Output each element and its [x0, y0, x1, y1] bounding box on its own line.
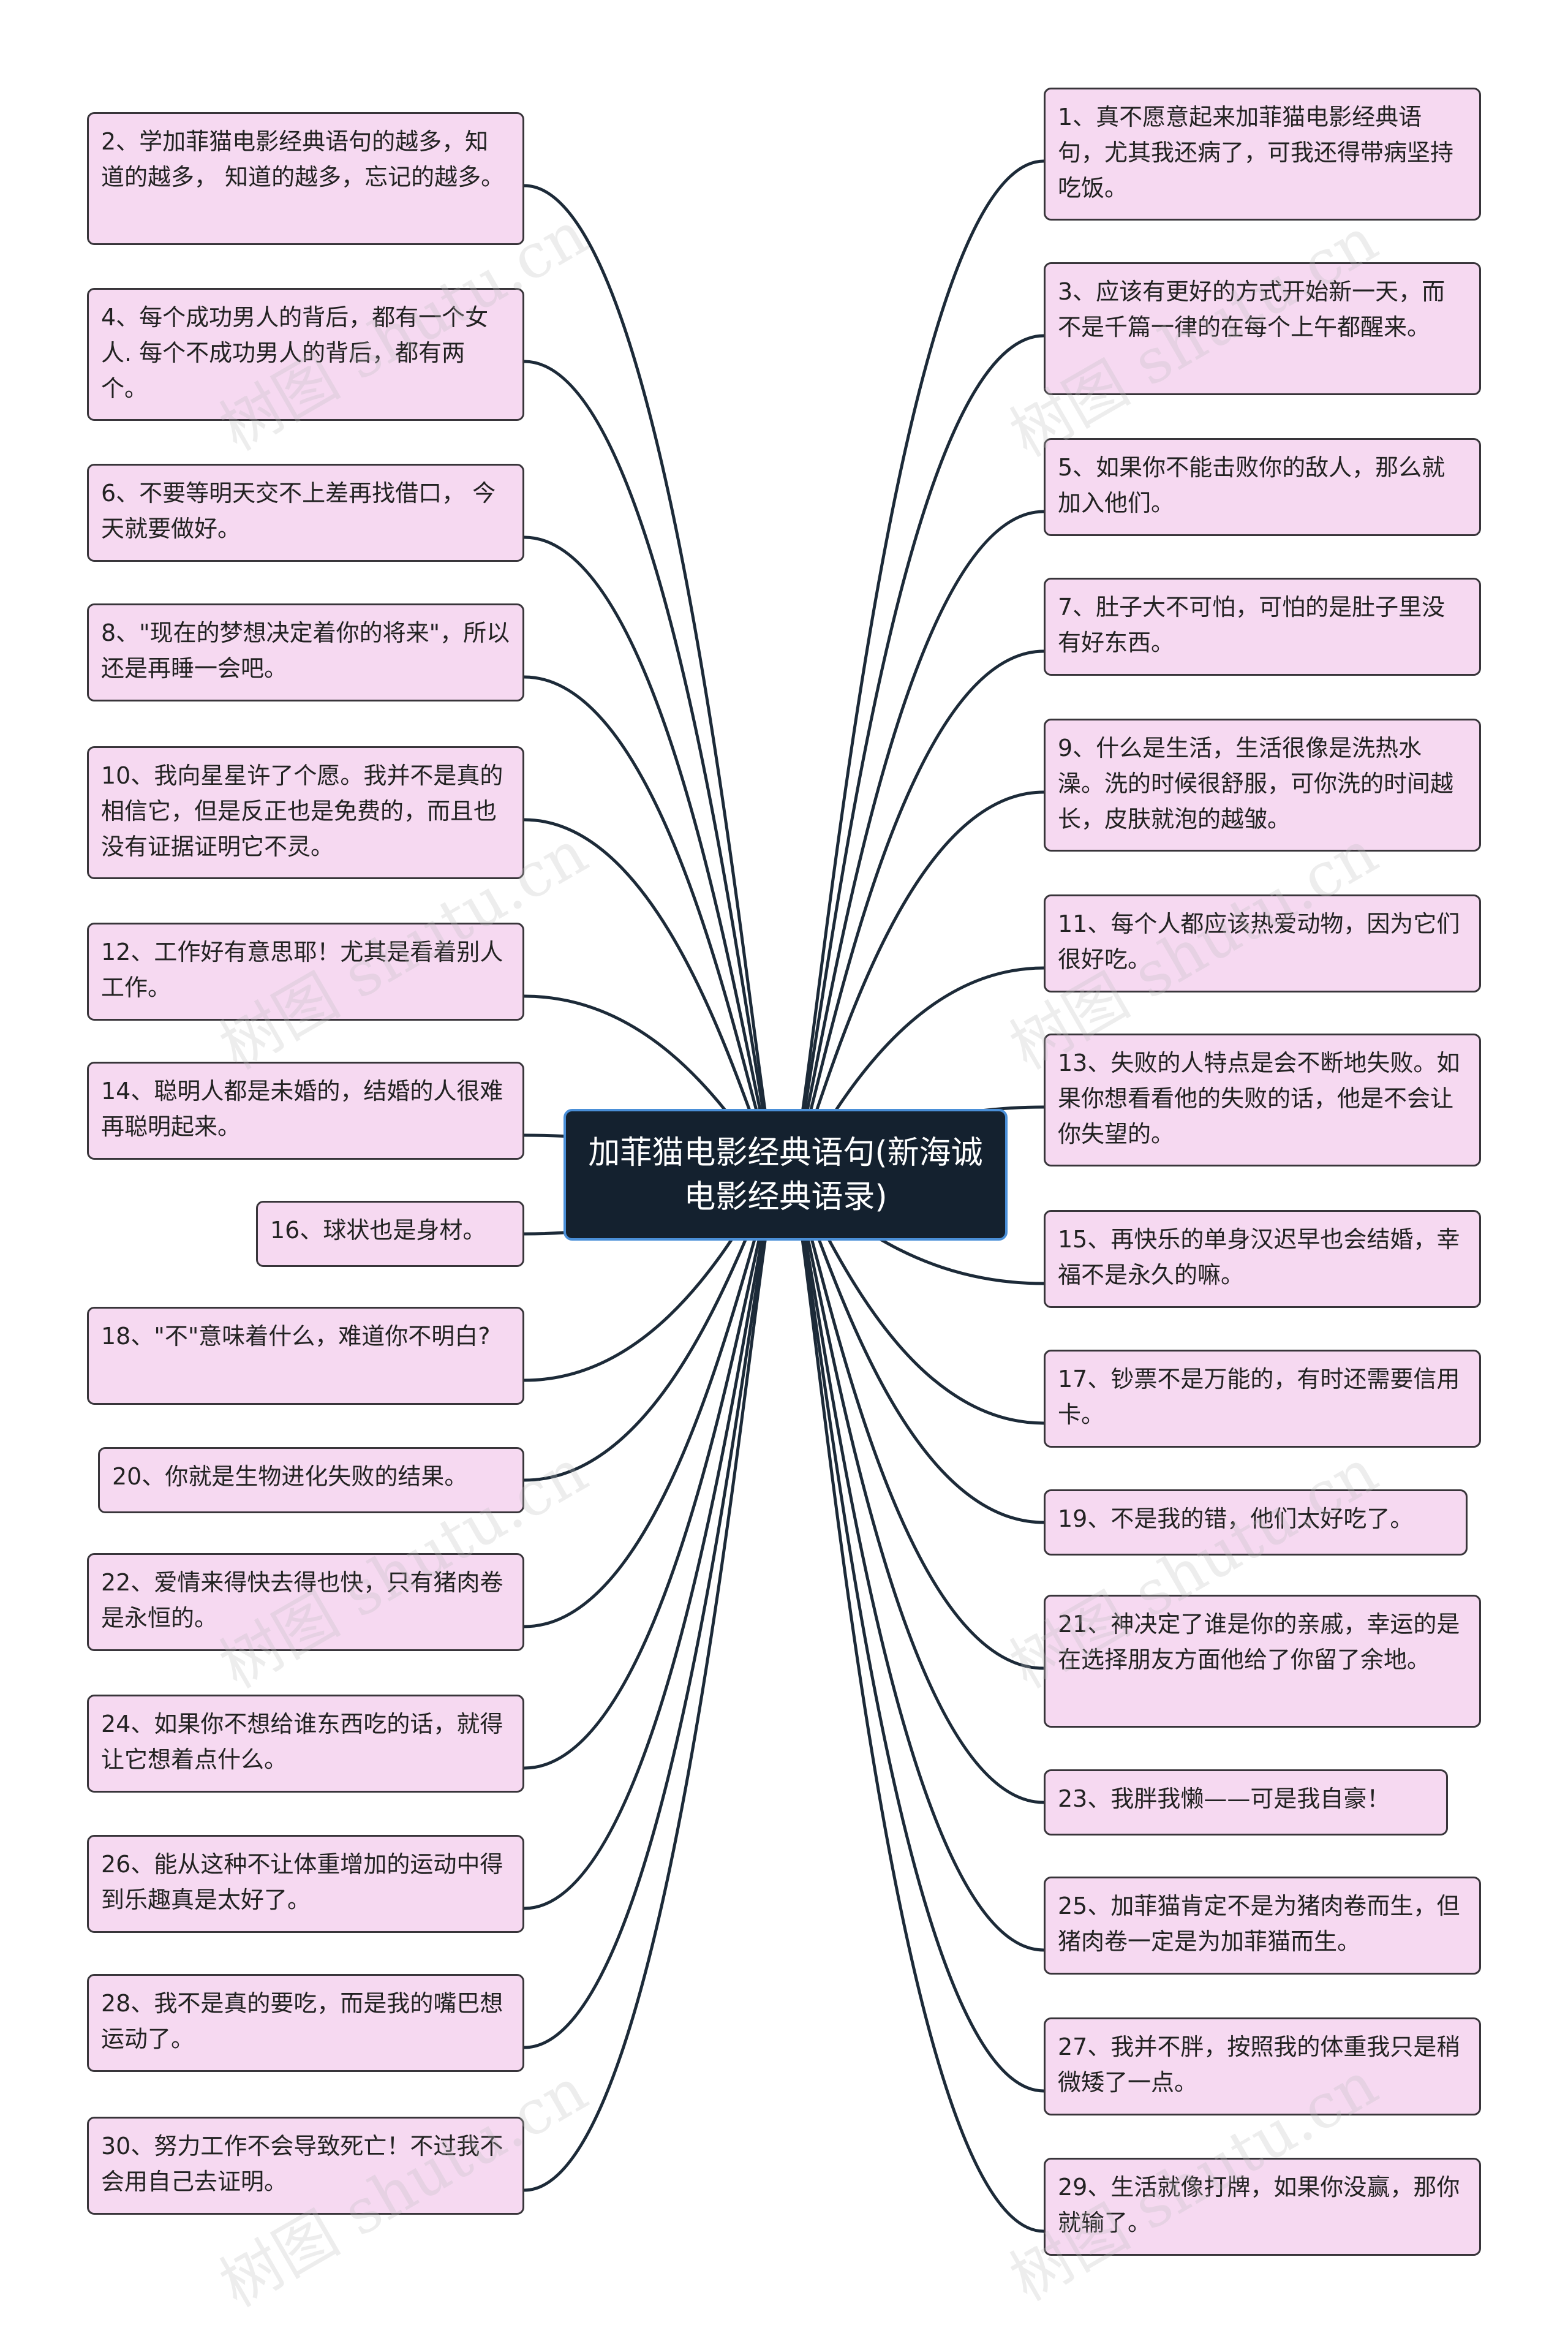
- topic-node-label: 13、失败的人特点是会不断地失败。如果你想看看他的失败的话，他是不会让你失望的。: [1058, 1049, 1460, 1147]
- topic-node-left-11[interactable]: 22、爱情来得快去得也快，只有猪肉卷是永恒的。: [87, 1553, 524, 1651]
- topic-node-label: 10、我向星星许了个愿。我并不是真的相信它，但是反正也是免费的，而且也没有证据证…: [101, 762, 503, 860]
- topic-node-right-5[interactable]: 9、什么是生活，生活很像是洗热水澡。洗的时候很舒服，可你洗的时间越长，皮肤就泡的…: [1044, 719, 1481, 852]
- topic-node-label: 11、每个人都应该热爱动物，因为它们很好吃。: [1058, 910, 1460, 973]
- connector-left-1: [524, 184, 780, 1176]
- connector-right-11: [789, 1173, 1044, 1670]
- connector-right-14: [788, 1173, 1044, 2093]
- topic-node-left-3[interactable]: 6、不要等明天交不上差再找借口， 今天就要做好。: [87, 464, 524, 562]
- topic-node-label: 26、能从这种不让体重增加的运动中得到乐趣真是太好了。: [101, 1851, 503, 1913]
- topic-node-right-1[interactable]: 1、真不愿意起来加菲猫电影经典语句，尤其我还病了，可我还得带病坚持吃饭。: [1044, 88, 1481, 221]
- topic-node-label: 14、聪明人都是未婚的，结婚的人很难再聪明起来。: [101, 1078, 503, 1140]
- topic-node-right-11[interactable]: 21、神决定了谁是你的亲戚，幸运的是在选择朋友方面他给了你留了余地。: [1044, 1595, 1481, 1728]
- topic-node-label: 12、工作好有意思耶！尤其是看着别人工作。: [101, 939, 503, 1001]
- connector-right-2: [788, 334, 1044, 1176]
- topic-node-label: 2、学加菲猫电影经典语句的越多，知道的越多， 知道的越多，忘记的越多。: [101, 128, 505, 191]
- topic-node-label: 21、神决定了谁是你的亲戚，幸运的是在选择朋友方面他给了你留了余地。: [1058, 1611, 1460, 1673]
- connector-right-13: [788, 1173, 1044, 1952]
- topic-node-right-7[interactable]: 13、失败的人特点是会不断地失败。如果你想看看他的失败的话，他是不会让你失望的。: [1044, 1034, 1481, 1166]
- topic-node-label: 4、每个成功男人的背后，都有一个女人. 每个不成功男人的背后，都有两个。: [101, 304, 489, 402]
- topic-node-label: 28、我不是真的要吃，而是我的嘴巴想运动了。: [101, 1990, 503, 2052]
- topic-node-left-1[interactable]: 2、学加菲猫电影经典语句的越多，知道的越多， 知道的越多，忘记的越多。: [87, 112, 524, 245]
- topic-node-label: 30、努力工作不会导致死亡！不过我不会用自己去证明。: [101, 2133, 503, 2195]
- topic-node-right-9[interactable]: 17、钞票不是万能的，有时还需要信用卡。: [1044, 1350, 1481, 1448]
- topic-node-label: 23、我胖我懒——可是我自豪！: [1058, 1785, 1390, 1812]
- topic-node-left-12[interactable]: 24、如果你不想给谁东西吃的话，就得让它想着点什么。: [87, 1695, 524, 1793]
- topic-node-right-3[interactable]: 5、如果你不能击败你的敌人，那么就加入他们。: [1044, 438, 1481, 536]
- topic-node-label: 6、不要等明天交不上差再找借口， 今天就要做好。: [101, 480, 496, 542]
- topic-node-label: 1、真不愿意起来加菲猫电影经典语句，尤其我还病了，可我还得带病坚持吃饭。: [1058, 104, 1454, 202]
- topic-node-left-6[interactable]: 12、工作好有意思耶！尤其是看着别人工作。: [87, 923, 524, 1021]
- topic-node-right-14[interactable]: 27、我并不胖，按照我的体重我只是稍微矮了一点。: [1044, 2017, 1481, 2115]
- topic-node-label: 8、"现在的梦想决定着你的将来"，所以还是再睡一会吧。: [101, 619, 510, 682]
- topic-node-left-5[interactable]: 10、我向星星许了个愿。我并不是真的相信它，但是反正也是免费的，而且也没有证据证…: [87, 746, 524, 879]
- topic-node-label: 16、球状也是身材。: [270, 1217, 486, 1244]
- topic-node-left-2[interactable]: 4、每个成功男人的背后，都有一个女人. 每个不成功男人的背后，都有两个。: [87, 288, 524, 421]
- connector-right-12: [788, 1173, 1044, 1804]
- connector-left-3: [524, 535, 780, 1176]
- topic-node-label: 22、爱情来得快去得也快，只有猪肉卷是永恒的。: [101, 1569, 503, 1631]
- topic-node-label: 9、什么是生活，生活很像是洗热水澡。洗的时候很舒服，可你洗的时间越长，皮肤就泡的…: [1058, 735, 1454, 833]
- topic-node-right-4[interactable]: 7、肚子大不可怕，可怕的是肚子里没有好东西。: [1044, 578, 1481, 676]
- topic-node-label: 24、如果你不想给谁东西吃的话，就得让它想着点什么。: [101, 1711, 503, 1773]
- topic-node-right-6[interactable]: 11、每个人都应该热爱动物，因为它们很好吃。: [1044, 894, 1481, 992]
- topic-node-label: 5、如果你不能击败你的敌人，那么就加入他们。: [1058, 454, 1446, 516]
- topic-node-label: 17、钞票不是万能的，有时还需要信用卡。: [1058, 1366, 1460, 1428]
- topic-node-left-13[interactable]: 26、能从这种不让体重增加的运动中得到乐趣真是太好了。: [87, 1835, 524, 1933]
- topic-node-label: 27、我并不胖，按照我的体重我只是稍微矮了一点。: [1058, 2033, 1460, 2096]
- topic-node-right-13[interactable]: 25、加菲猫肯定不是为猪肉卷而生，但猪肉卷一定是为加菲猫而生。: [1044, 1877, 1481, 1975]
- topic-node-left-9[interactable]: 18、"不"意味着什么，难道你不明白?: [87, 1307, 524, 1405]
- topic-node-left-7[interactable]: 14、聪明人都是未婚的，结婚的人很难再聪明起来。: [87, 1062, 524, 1160]
- topic-node-right-15[interactable]: 29、生活就像打牌，如果你没赢，那你就输了。: [1044, 2158, 1481, 2256]
- topic-node-right-12[interactable]: 23、我胖我懒——可是我自豪！: [1044, 1769, 1448, 1836]
- topic-node-label: 29、生活就像打牌，如果你没赢，那你就输了。: [1058, 2174, 1460, 2236]
- topic-node-label: 7、肚子大不可怕，可怕的是肚子里没有好东西。: [1058, 594, 1446, 656]
- connector-left-12: [524, 1173, 780, 1770]
- topic-node-right-8[interactable]: 15、再快乐的单身汉迟早也会结婚，幸福不是永久的嘛。: [1044, 1210, 1481, 1308]
- topic-node-left-14[interactable]: 28、我不是真的要吃，而是我的嘴巴想运动了。: [87, 1974, 524, 2072]
- topic-node-label: 19、不是我的错，他们太好吃了。: [1058, 1505, 1414, 1532]
- connector-left-14: [524, 1173, 780, 2049]
- central-topic-label: 加菲猫电影经典语句(新海诚电影经典语录): [588, 1134, 983, 1215]
- topic-node-left-10[interactable]: 20、你就是生物进化失败的结果。: [98, 1447, 524, 1513]
- topic-node-left-15[interactable]: 30、努力工作不会导致死亡！不过我不会用自己去证明。: [87, 2117, 524, 2215]
- topic-node-label: 20、你就是生物进化失败的结果。: [112, 1463, 468, 1490]
- topic-node-label: 3、应该有更好的方式开始新一天，而不是千篇一律的在每个上午都醒来。: [1058, 278, 1446, 341]
- central-topic[interactable]: 加菲猫电影经典语句(新海诚电影经典语录): [564, 1109, 1008, 1241]
- topic-node-label: 15、再快乐的单身汉迟早也会结婚，幸福不是永久的嘛。: [1058, 1226, 1460, 1288]
- topic-node-label: 18、"不"意味着什么，难道你不明白?: [101, 1323, 491, 1350]
- topic-node-left-4[interactable]: 8、"现在的梦想决定着你的将来"，所以还是再睡一会吧。: [87, 603, 524, 701]
- topic-node-right-10[interactable]: 19、不是我的错，他们太好吃了。: [1044, 1489, 1468, 1556]
- topic-node-label: 25、加菲猫肯定不是为猪肉卷而生，但猪肉卷一定是为加菲猫而生。: [1058, 1892, 1460, 1955]
- topic-node-left-8[interactable]: 16、球状也是身材。: [256, 1201, 524, 1267]
- topic-node-right-2[interactable]: 3、应该有更好的方式开始新一天，而不是千篇一律的在每个上午都醒来。: [1044, 262, 1481, 395]
